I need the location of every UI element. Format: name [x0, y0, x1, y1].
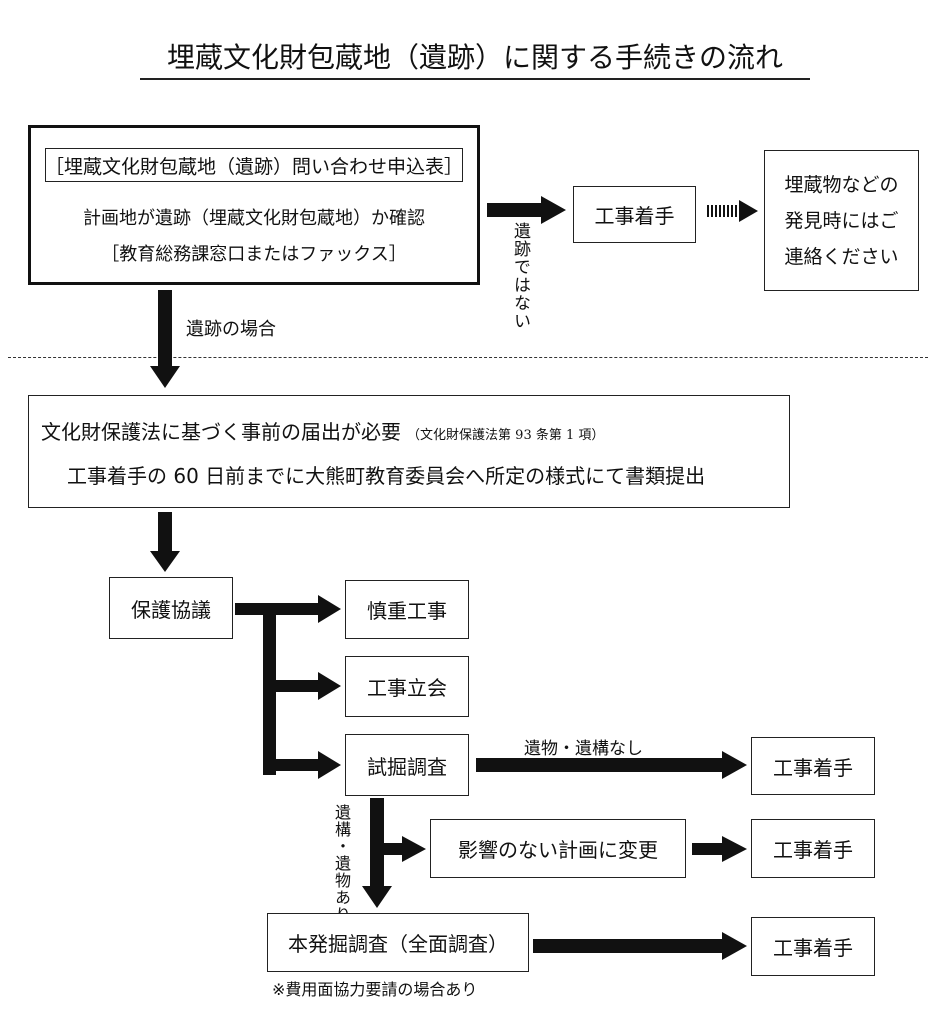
section-divider — [8, 357, 928, 358]
discovery-notice-box: 埋蔵物などの 発見時にはご 連絡ください — [764, 150, 919, 291]
discovery-notice-line: 連絡ください — [784, 246, 899, 268]
arrow-to-careful — [235, 595, 341, 623]
arrow-discovery-dotted — [707, 200, 758, 222]
notification-law-ref: （文化財保護法第 93 条第 1 項） — [407, 428, 605, 443]
witness-box: 工事立会 — [345, 656, 469, 717]
construction-start-box-2: 工事着手 — [751, 819, 875, 878]
arrow-to-consultation — [150, 512, 180, 572]
discovery-notice-line: 埋蔵物などの — [784, 174, 899, 196]
consultation-box: 保護協議 — [109, 577, 233, 639]
arrow-to-plan-change — [384, 836, 426, 862]
arrow-full-to-start — [533, 932, 747, 960]
discovery-notice-line: 発見時にはご — [784, 210, 899, 232]
arrow-is-site — [150, 290, 180, 388]
construction-start-box-1: 工事着手 — [751, 737, 875, 795]
arrow-to-trial — [263, 751, 341, 779]
plan-change-box: 影響のない計画に変更 — [430, 819, 686, 878]
full-excavation-box: 本発掘調査（全面調査） — [267, 913, 529, 972]
inquiry-form-name: ［埋蔵文化財包蔵地（遺跡）問い合わせ申込表］ — [45, 148, 463, 182]
arrow-no-relics — [476, 751, 747, 779]
notification-box: 文化財保護法に基づく事前の届出が必要 （文化財保護法第 93 条第 1 項） 工… — [28, 395, 790, 508]
inquiry-check-text: 計画地が遺跡（埋蔵文化財包蔵地）か確認 — [83, 208, 425, 229]
inquiry-contact-text: ［教育総務課窓口またはファックス］ — [101, 244, 407, 265]
construction-start-box-3: 工事着手 — [751, 917, 875, 976]
inquiry-box: ［埋蔵文化財包蔵地（遺跡）問い合わせ申込表］ 計画地が遺跡（埋蔵文化財包蔵地）か… — [28, 125, 480, 285]
notification-detail-text: 工事着手の 60 日前までに大熊町教育委員会へ所定の様式にて書類提出 — [67, 464, 706, 488]
arrow-plan-to-start — [692, 836, 747, 862]
is-site-label: 遺跡の場合 — [186, 319, 276, 340]
cost-note: ※費用面協力要請の場合あり — [272, 980, 478, 999]
not-site-label: 遺跡ではない — [510, 222, 530, 330]
careful-construction-box: 慎重工事 — [345, 580, 469, 639]
page-title: 埋蔵文化財包蔵地（遺跡）に関する手続きの流れ — [140, 36, 810, 80]
arrow-not-site — [487, 196, 566, 224]
notification-main-text: 文化財保護法に基づく事前の届出が必要 — [41, 420, 401, 444]
notification-main-line: 文化財保護法に基づく事前の届出が必要 （文化財保護法第 93 条第 1 項） — [41, 416, 604, 445]
trial-excavation-box: 試掘調査 — [345, 734, 469, 796]
relics-found-label: 遺構・遺物あり — [332, 804, 351, 923]
arrow-to-witness — [263, 672, 341, 700]
construction-start-box-top: 工事着手 — [573, 186, 696, 243]
no-relics-label: 遺物・遺構なし — [524, 739, 643, 759]
arrow-relics-found — [362, 798, 392, 908]
